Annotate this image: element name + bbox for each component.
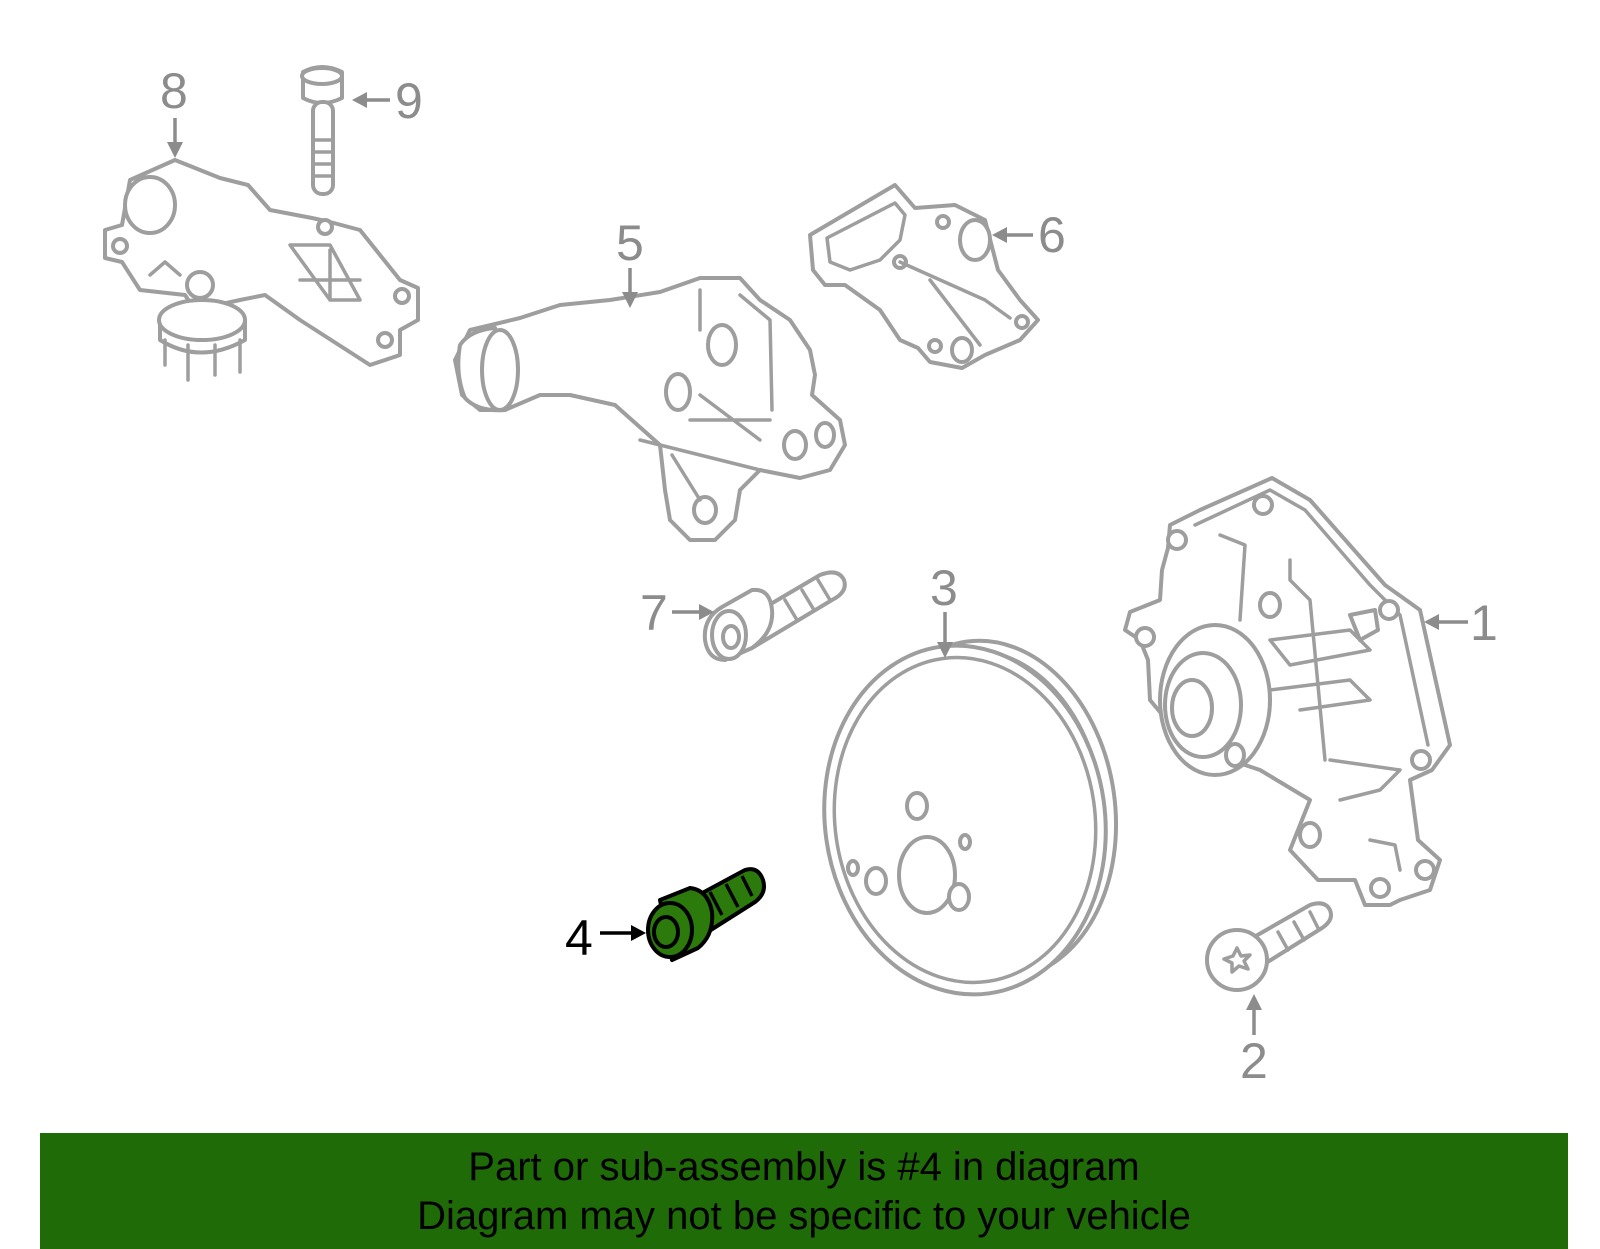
part-6-gasket[interactable] — [808, 183, 1040, 370]
callout-5: 5 — [616, 215, 644, 308]
part-7-bolt[interactable] — [702, 570, 847, 662]
callout-6: 6 — [992, 207, 1066, 263]
svg-text:5: 5 — [616, 215, 644, 271]
part-5-coolant-housing[interactable] — [453, 276, 847, 542]
part-2-torx-bolt[interactable] — [1205, 901, 1333, 992]
svg-text:9: 9 — [395, 73, 423, 129]
callout-4: 4 — [565, 910, 646, 966]
banner-line-part-number: Part or sub-assembly is #4 in diagram — [468, 1145, 1140, 1189]
callout-3: 3 — [930, 560, 958, 658]
svg-text:7: 7 — [640, 585, 668, 641]
info-banner: Part or sub-assembly is #4 in diagram Di… — [40, 1133, 1568, 1249]
svg-text:4: 4 — [565, 910, 593, 966]
callout-1: 1 — [1424, 595, 1498, 651]
svg-text:3: 3 — [930, 560, 958, 616]
banner-line-disclaimer: Diagram may not be specific to your vehi… — [417, 1194, 1191, 1238]
callout-2: 2 — [1240, 994, 1268, 1089]
callout-8: 8 — [160, 63, 188, 158]
part-3-pulley[interactable] — [802, 624, 1137, 1013]
svg-text:2: 2 — [1240, 1033, 1268, 1089]
part-4-bolt-highlighted[interactable] — [646, 867, 766, 962]
callout-7: 7 — [640, 585, 714, 641]
callout-9: 9 — [352, 73, 423, 129]
svg-text:1: 1 — [1470, 595, 1498, 651]
part-8-thermostat-housing[interactable] — [103, 158, 420, 382]
part-9-bolt[interactable] — [300, 65, 344, 196]
svg-text:8: 8 — [160, 63, 188, 119]
svg-text:6: 6 — [1038, 207, 1066, 263]
part-1-water-pump[interactable] — [1123, 476, 1452, 907]
